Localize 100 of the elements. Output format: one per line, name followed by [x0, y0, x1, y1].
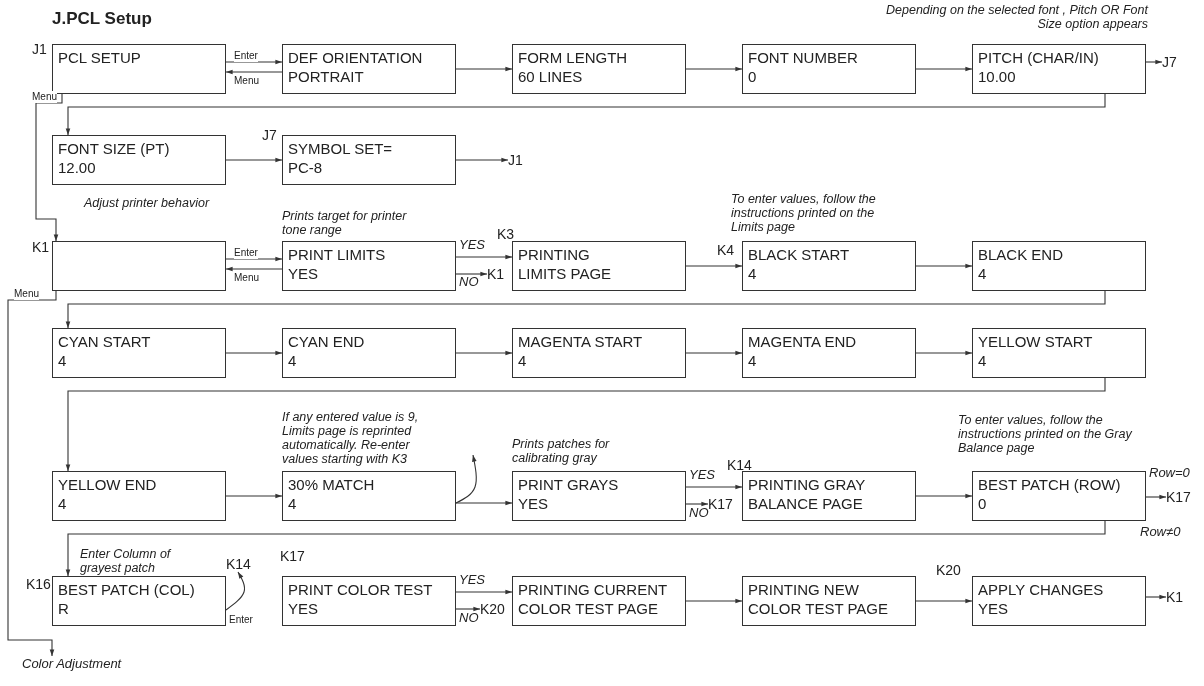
- arrow: [685, 350, 743, 356]
- setting-value: 4: [288, 494, 297, 513]
- note-text: Depending on the selected font , Pitch OR Font Size option appears: [886, 3, 1148, 31]
- arrow: [915, 598, 973, 604]
- arrow: [225, 256, 283, 262]
- setting-value: 4: [978, 351, 987, 370]
- setting-value: 10.00: [978, 67, 1016, 86]
- menu-item-text: SYMBOL SET=: [288, 139, 393, 158]
- step-code: K17: [280, 549, 305, 564]
- arrow: [455, 606, 481, 612]
- arrow: [455, 500, 513, 506]
- step-reference: K17: [708, 496, 733, 512]
- setting-value: PORTRAIT: [288, 67, 364, 86]
- setting-value: 4: [518, 351, 527, 370]
- arrow: [685, 501, 709, 507]
- menu-item-text: PRINTING CURRENT: [518, 580, 668, 599]
- menu-display-box: [742, 576, 916, 626]
- setting-value: YES: [288, 264, 318, 283]
- arrow: [35, 93, 63, 242]
- menu-display-box: [282, 241, 456, 291]
- arrow: [1145, 494, 1167, 500]
- edge-label: Enter: [234, 247, 258, 259]
- arrow: [1145, 594, 1167, 600]
- arrow: [65, 93, 1106, 136]
- menu-display-box: [52, 135, 226, 185]
- setting-value: 4: [748, 264, 757, 283]
- step-code: K20: [936, 563, 961, 578]
- setting-value: R: [58, 599, 69, 618]
- step-code: K4: [717, 243, 735, 258]
- menu-display-box: [52, 44, 226, 94]
- setting-value: 0: [748, 67, 757, 86]
- menu-display-box: [972, 471, 1146, 521]
- arrow: [225, 266, 283, 272]
- step-reference: J1: [508, 152, 523, 168]
- menu-display-box: [742, 328, 916, 378]
- edge-label: NO: [459, 276, 479, 288]
- setting-value: LIMITS PAGE: [518, 264, 612, 283]
- setting-value: 12.00: [58, 158, 96, 177]
- menu-display-box: [972, 328, 1146, 378]
- menu-item-text: CYAN START: [58, 332, 151, 351]
- arrow: [455, 589, 513, 595]
- setting-value: YES: [288, 599, 318, 618]
- arrow: [225, 571, 246, 611]
- menu-item-text: MAGENTA START: [518, 332, 643, 351]
- menu-display-box: [512, 471, 686, 521]
- edge-label: YES: [689, 469, 715, 481]
- step-code: K3: [497, 227, 515, 242]
- edge-label: Row≠0: [1140, 526, 1181, 538]
- menu-item-text: BLACK START: [748, 245, 850, 264]
- arrow: [915, 350, 973, 356]
- menu-item-text: YELLOW END: [58, 475, 157, 494]
- menu-display-box: [282, 44, 456, 94]
- setting-value: YES: [518, 494, 548, 513]
- menu-display-box: [282, 471, 456, 521]
- menu-display-box: [972, 241, 1146, 291]
- menu-display-box: [52, 328, 226, 378]
- edge-label: YES: [459, 239, 485, 251]
- step-code: J1: [32, 42, 47, 57]
- setting-value: PC-8: [288, 158, 323, 177]
- arrow: [225, 493, 283, 499]
- edge-label: NO: [689, 507, 709, 519]
- setting-value: 4: [978, 264, 987, 283]
- menu-display-box: [742, 471, 916, 521]
- arrow: [685, 484, 743, 490]
- menu-item-text: PRINTING: [518, 245, 590, 264]
- menu-item-text: PRINTING NEW: [748, 580, 859, 599]
- edge-label: YES: [459, 574, 485, 586]
- setting-value: COLOR TEST PAGE: [518, 599, 659, 618]
- edge-label: Enter: [229, 614, 253, 626]
- note-text: Enter Column of grayest patch: [80, 547, 173, 575]
- setting-value: 4: [288, 351, 297, 370]
- note-text: Prints patches for calibrating gray: [512, 437, 611, 465]
- note-text: Prints target for printer tone range: [282, 209, 408, 237]
- menu-display-box: [282, 135, 456, 185]
- section-heading: J.PCL Setup: [52, 9, 152, 29]
- menu-display-box: [742, 241, 916, 291]
- menu-item-text: PRINT LIMITS: [288, 245, 386, 264]
- menu-item-text: 30% MATCH: [288, 475, 375, 494]
- menu-item-text: FONT SIZE (PT): [58, 139, 170, 158]
- setting-value: 4: [58, 351, 67, 370]
- setting-value: YES: [978, 599, 1008, 618]
- arrow: [685, 263, 743, 269]
- note-text: If any entered value is 9, Limits page is reprinted automatically. Re-enter values starting with K3: [282, 410, 420, 466]
- edge-label: NO: [459, 612, 479, 624]
- menu-display-box: [52, 576, 226, 626]
- menu-item-text: DEF ORIENTATION: [288, 48, 423, 67]
- arrow: [455, 157, 509, 163]
- setting-value: 4: [58, 494, 67, 513]
- arrow: [685, 66, 743, 72]
- menu-item-text: FONT NUMBER: [748, 48, 858, 67]
- step-code: K1: [32, 240, 50, 255]
- menu-display-box: [512, 576, 686, 626]
- arrow: [65, 290, 1106, 329]
- arrow: [225, 157, 283, 163]
- setting-value: BALANCE PAGE: [748, 494, 863, 513]
- note-text: To enter values, follow the instructions printed on the Gray Balance page: [958, 413, 1133, 455]
- menu-item-text: PCL SETUP: [58, 48, 141, 67]
- arrow: [7, 290, 57, 657]
- menu-display-box: [512, 241, 686, 291]
- step-reference: K1: [487, 266, 505, 282]
